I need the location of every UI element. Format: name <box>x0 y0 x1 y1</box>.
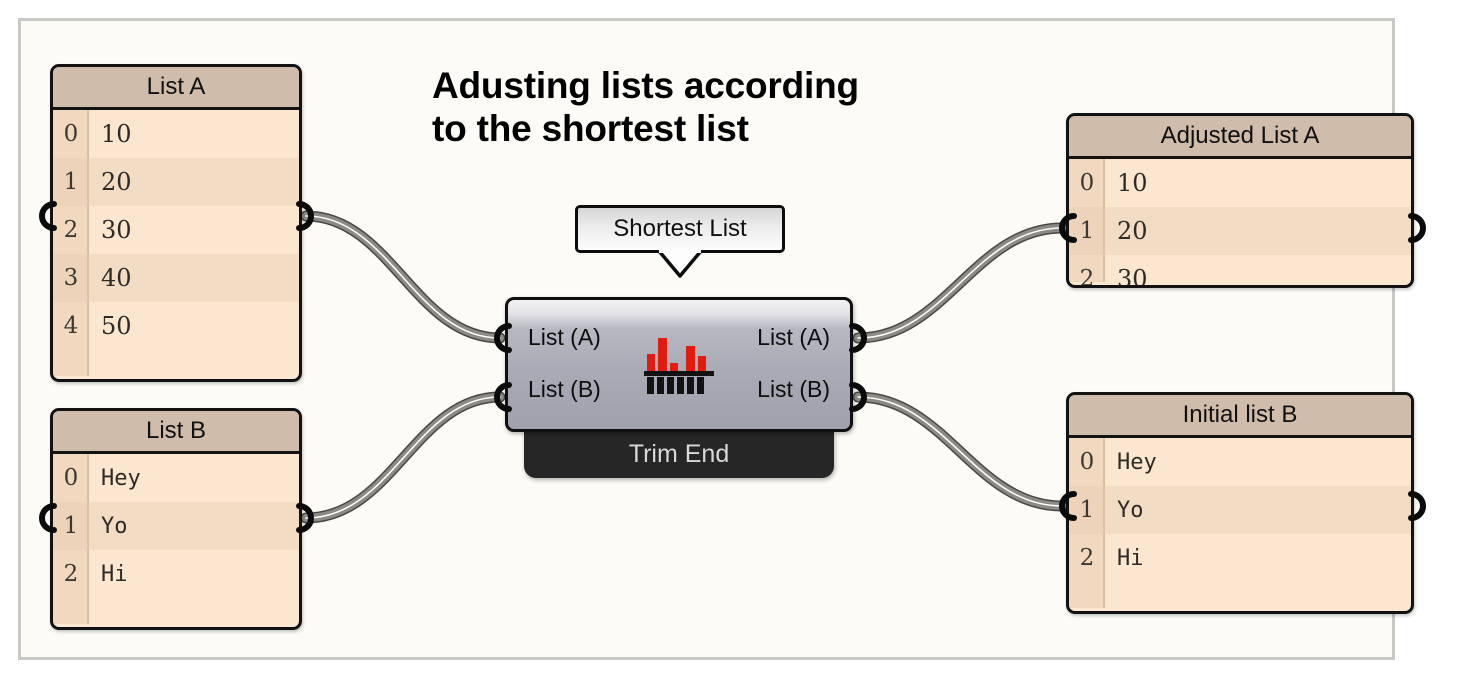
row-value: Yo <box>1117 497 1144 523</box>
panel-list-b-body: 0 Hey 1 Yo 2 Hi <box>53 454 299 624</box>
input-param-list-b[interactable]: List (B) <box>528 376 601 402</box>
row-value: 10 <box>101 120 132 148</box>
panel-initial-list-b-body: 0 Hey 1 Yo 2 Hi <box>1069 438 1411 608</box>
panel-adjusted-list-a-body: 0 10 1 20 2 30 <box>1069 159 1411 285</box>
row-index: 2 <box>1079 545 1095 571</box>
row-index: 1 <box>1079 218 1095 244</box>
index-column <box>53 454 89 624</box>
row-index: 1 <box>63 513 79 539</box>
list-item: 0 Hey <box>1069 438 1411 486</box>
row-index: 0 <box>1079 449 1095 475</box>
row-value: 40 <box>101 264 132 292</box>
row-index: 0 <box>63 121 79 147</box>
panel-list-a-body: 0 10 1 20 2 30 3 40 4 50 <box>53 110 299 376</box>
list-item: 0 Hey <box>53 454 299 502</box>
list-item: 0 10 <box>1069 159 1411 207</box>
row-index: 0 <box>1079 170 1095 196</box>
list-item: 2 Hi <box>53 550 299 598</box>
panel-adjusted-list-a[interactable]: Adjusted List A 0 10 1 20 2 30 <box>1066 113 1414 288</box>
row-value: 50 <box>101 312 132 340</box>
row-value: 20 <box>101 168 132 196</box>
row-index: 1 <box>63 169 79 195</box>
list-item: 1 20 <box>1069 207 1411 255</box>
page-title: Adusting lists according to the shortest… <box>432 65 859 150</box>
list-item: 2 Hi <box>1069 534 1411 582</box>
row-index: 1 <box>1079 497 1095 523</box>
panel-list-b[interactable]: List B 0 Hey 1 Yo 2 Hi <box>50 408 302 630</box>
component-name-label[interactable]: Trim End <box>524 431 834 478</box>
tooltip-pointer-icon <box>657 250 703 278</box>
list-item: 2 30 <box>53 206 299 254</box>
row-index: 4 <box>63 313 79 339</box>
row-value: Hi <box>101 561 128 587</box>
row-value: 20 <box>1117 217 1148 245</box>
row-index: 2 <box>63 561 79 587</box>
row-index: 3 <box>63 265 79 291</box>
output-param-list-b[interactable]: List (B) <box>757 376 830 402</box>
row-index: 2 <box>63 217 79 243</box>
index-column <box>53 110 89 376</box>
row-value: 30 <box>101 216 132 244</box>
panel-adjusted-list-a-title: Adjusted List A <box>1069 116 1411 159</box>
list-item: 1 20 <box>53 158 299 206</box>
input-param-list-a[interactable]: List (A) <box>528 324 601 350</box>
panel-initial-list-b[interactable]: Initial list B 0 Hey 1 Yo 2 Hi <box>1066 392 1414 614</box>
panel-list-b-title: List B <box>53 411 299 454</box>
list-item: 0 10 <box>53 110 299 158</box>
list-item: 1 Yo <box>53 502 299 550</box>
row-value: 10 <box>1117 169 1148 197</box>
panel-list-a-title: List A <box>53 67 299 110</box>
trim-end-icon <box>644 337 714 394</box>
list-item: 3 40 <box>53 254 299 302</box>
list-item: 2 30 <box>1069 255 1411 288</box>
index-column <box>1069 438 1105 608</box>
row-value: 30 <box>1117 265 1148 288</box>
row-index: 0 <box>63 465 79 491</box>
component-trim-end[interactable]: List (A) List (B) List (A) List (B) <box>505 297 853 432</box>
row-value: Hey <box>101 465 141 491</box>
row-value: Yo <box>101 513 128 539</box>
panel-initial-list-b-title: Initial list B <box>1069 395 1411 438</box>
panel-list-a[interactable]: List A 0 10 1 20 2 30 3 40 4 50 <box>50 64 302 382</box>
list-item: 1 Yo <box>1069 486 1411 534</box>
output-param-list-a[interactable]: List (A) <box>757 324 830 350</box>
row-value: Hey <box>1117 449 1157 475</box>
row-index: 2 <box>1079 266 1095 288</box>
row-value: Hi <box>1117 545 1144 571</box>
list-item: 4 50 <box>53 302 299 350</box>
tooltip-shortest-list: Shortest List <box>575 205 785 253</box>
